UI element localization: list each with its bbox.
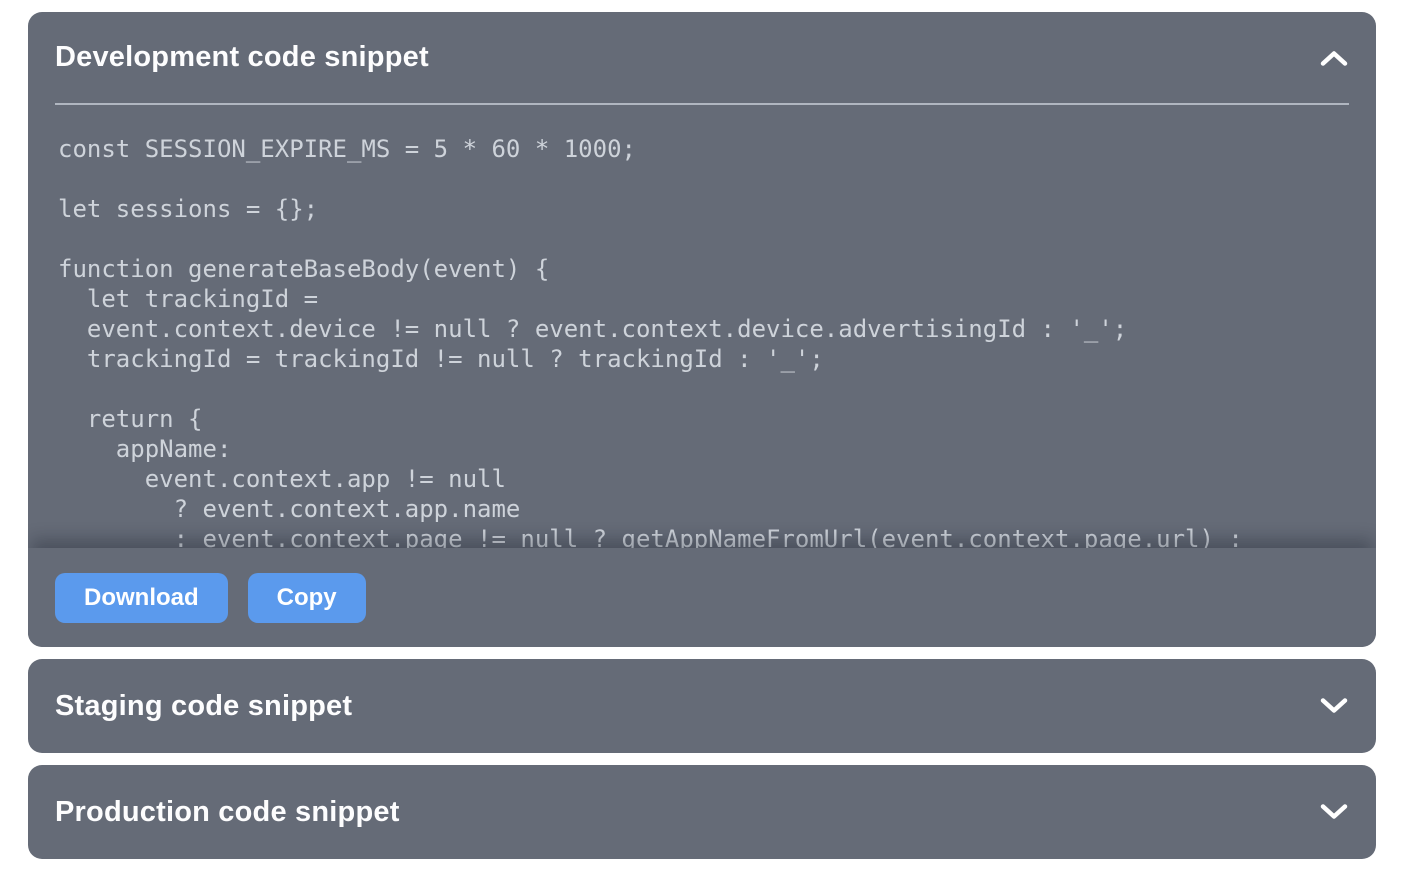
code-scroll-area[interactable]: const SESSION_EXPIRE_MS = 5 * 60 * 1000;…	[28, 105, 1376, 548]
chevron-down-icon[interactable]	[1319, 803, 1349, 821]
panel-production-header[interactable]: Production code snippet	[28, 765, 1376, 859]
panel-development-header[interactable]: Development code snippet	[28, 12, 1376, 103]
panel-development: Development code snippet const SESSION_E…	[28, 12, 1376, 647]
panel-development-title: Development code snippet	[55, 41, 429, 73]
panel-production-title: Production code snippet	[55, 795, 400, 828]
chevron-down-icon[interactable]	[1319, 697, 1349, 715]
header-divider	[55, 103, 1349, 105]
copy-button[interactable]: Copy	[247, 572, 366, 623]
panel-staging-title: Staging code snippet	[55, 689, 353, 722]
code-snippet-text: const SESSION_EXPIRE_MS = 5 * 60 * 1000;…	[58, 135, 1243, 548]
snippet-action-bar: Download Copy	[28, 548, 1376, 647]
download-button[interactable]: Download	[55, 572, 228, 623]
panel-staging-header[interactable]: Staging code snippet	[28, 659, 1376, 753]
chevron-up-icon[interactable]	[1319, 49, 1349, 67]
